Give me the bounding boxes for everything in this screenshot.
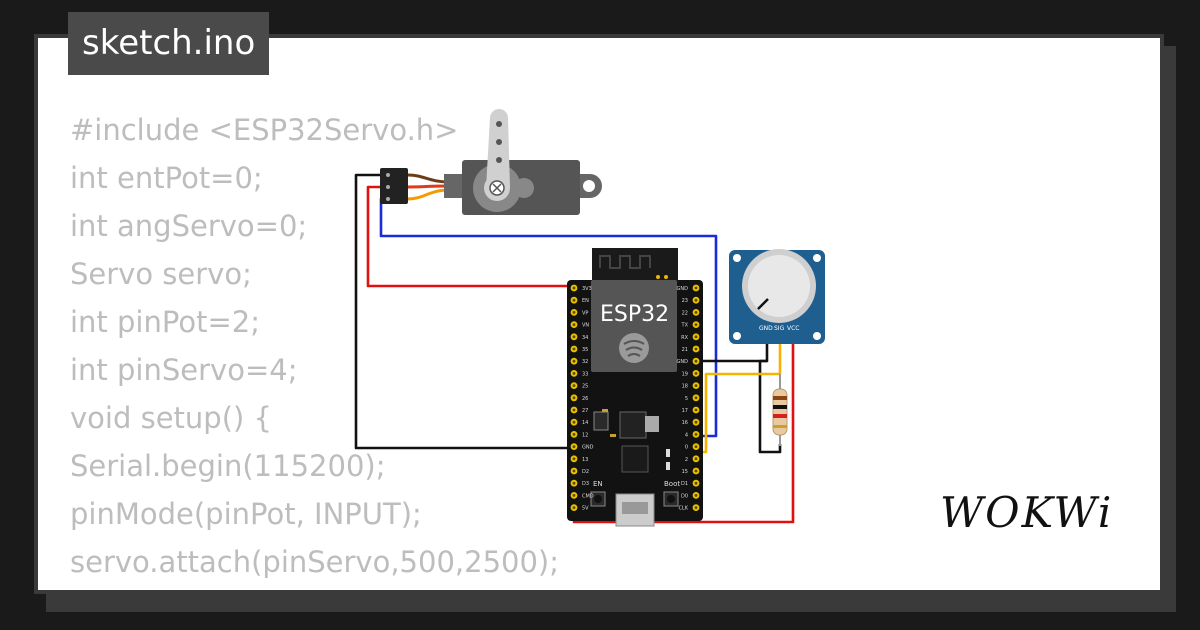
pin-label: 33 [582,371,588,377]
pin-label: 0 [685,445,688,451]
pin-label: GND [582,445,594,451]
pin-label: D0 [681,493,688,499]
pin-label: 16 [682,420,688,426]
pot-pin-label-vcc: VCC [787,325,799,332]
pin-label: GND [677,286,689,292]
pin-label: 35 [582,347,588,353]
pin-label: D2 [582,469,589,475]
wire-red-servo-3v3 [366,185,576,288]
pin-label: 17 [682,408,688,414]
pin-label: 12 [582,432,588,438]
pin-label: 26 [582,396,588,402]
pin-label: 19 [682,371,688,377]
pot-pin-label-sig: SIG [774,325,785,332]
pin-label: 15 [682,469,688,475]
pin-label: CLK [678,506,688,512]
code-line: int pinServo=4; [70,353,298,387]
pin-label: 4 [685,432,688,438]
pin-label: TX [681,323,689,329]
wire-black-resistor-gnd [758,359,782,454]
pin-label: 13 [582,457,588,463]
pin-label: 23 [682,298,688,304]
pin-label: EN [582,298,589,304]
pin-label: 21 [682,347,688,353]
pin-label: 34 [582,335,588,341]
pin-label: GND [677,359,689,365]
pot-pin-label-gnd: GND [759,325,773,332]
esp32-board: ESP32 EN Boot 3V3ENVPVN34353233252627141… [567,248,703,527]
pin-label: D1 [681,481,688,487]
file-tab: sketch.ino [68,12,270,75]
pin-label: 3V3 [582,286,592,292]
code-line: Serial.begin(115200); [70,449,386,483]
pin-label: 25 [582,384,588,390]
wire-black-servo-gnd [354,173,576,450]
circuit-diagram: ESP32 EN Boot 3V3ENVPVN34353233252627141… [354,109,825,527]
potentiometer: GND SIG VCC [729,249,825,344]
esp32-label: ESP32 [600,302,669,327]
pin-label: VP [582,310,588,316]
code-line: int entPot=0; [70,161,263,195]
wokwi-logo: WOKWi [940,488,1114,537]
boot-label: Boot [664,480,680,488]
pin-label: 18 [682,384,688,390]
en-label: EN [593,480,603,488]
code-line: Servo servo; [70,257,252,291]
pin-label: VN [582,323,589,329]
preview-card: #include <ESP32Servo.h> int entPot=0; int … [34,34,1164,594]
pin-label: 14 [582,420,588,426]
pin-label: 22 [682,310,688,316]
code-line: int angServo=0; [70,209,308,243]
pin-label: 32 [582,359,588,365]
code-line: int pinPot=2; [70,305,260,339]
pin-label: 27 [582,408,588,414]
code-listing: #include <ESP32Servo.h> int entPot=0; int … [70,106,560,590]
pin-label: CMD [582,493,594,499]
code-line: pinMode(pinPot, INPUT); [70,497,422,531]
servo-motor [380,109,602,215]
pin-label: 2 [685,457,688,463]
resistor [772,374,788,446]
code-line: servo.attach(pinServo,500,2500); [70,545,560,579]
pin-label: D3 [582,481,589,487]
pin-label: RX [681,335,688,341]
pin-label: 5 [685,396,688,402]
pin-label: 5V [582,506,589,512]
code-line: #include <ESP32Servo.h> [70,113,459,147]
code-line: void setup() { [70,401,272,435]
